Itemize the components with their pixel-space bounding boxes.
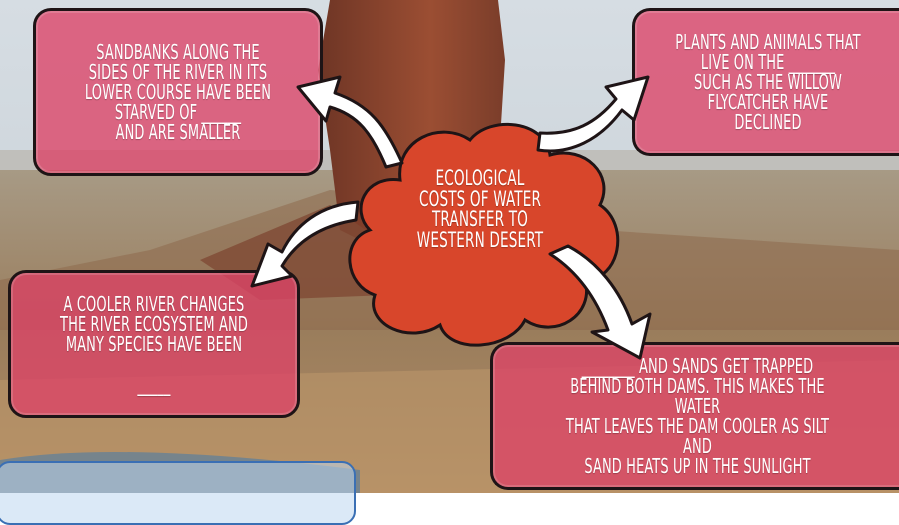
- plants-animals-info-box: PLANTS AND ANIMALS THAT LIVE ON THE ____…: [632, 8, 899, 156]
- partial-blue-box: [0, 461, 356, 525]
- plants-animals-text: PLANTS AND ANIMALS THAT LIVE ON THE ____…: [675, 30, 861, 134]
- silt-sands-text: ________ AND SANDS GET TRAPPED BEHIND BO…: [565, 354, 830, 478]
- silt-sands-info-box: ________ AND SANDS GET TRAPPED BEHIND BO…: [490, 342, 899, 490]
- center-cloud-shape: [348, 122, 620, 347]
- curved-arrow-icon: [536, 75, 650, 153]
- sandbanks-info-box: SANDBANKS ALONG THE SIDES OF THE RIVER I…: [33, 8, 323, 176]
- cooler-river-info-box: A COOLER RIVER CHANGES THE RIVER ECOSYST…: [8, 270, 300, 418]
- sandbanks-text: SANDBANKS ALONG THE SIDES OF THE RIVER I…: [84, 40, 272, 144]
- center-title: ECOLOGICAL COSTS OF WATER TRANSFER TO WE…: [416, 166, 544, 252]
- cooler-river-text: A COOLER RIVER CHANGES THE RIVER ECOSYST…: [60, 292, 248, 396]
- curved-arrow-icon: [296, 75, 404, 169]
- curved-arrow-icon: [250, 200, 360, 288]
- curved-arrow-icon: [548, 244, 652, 360]
